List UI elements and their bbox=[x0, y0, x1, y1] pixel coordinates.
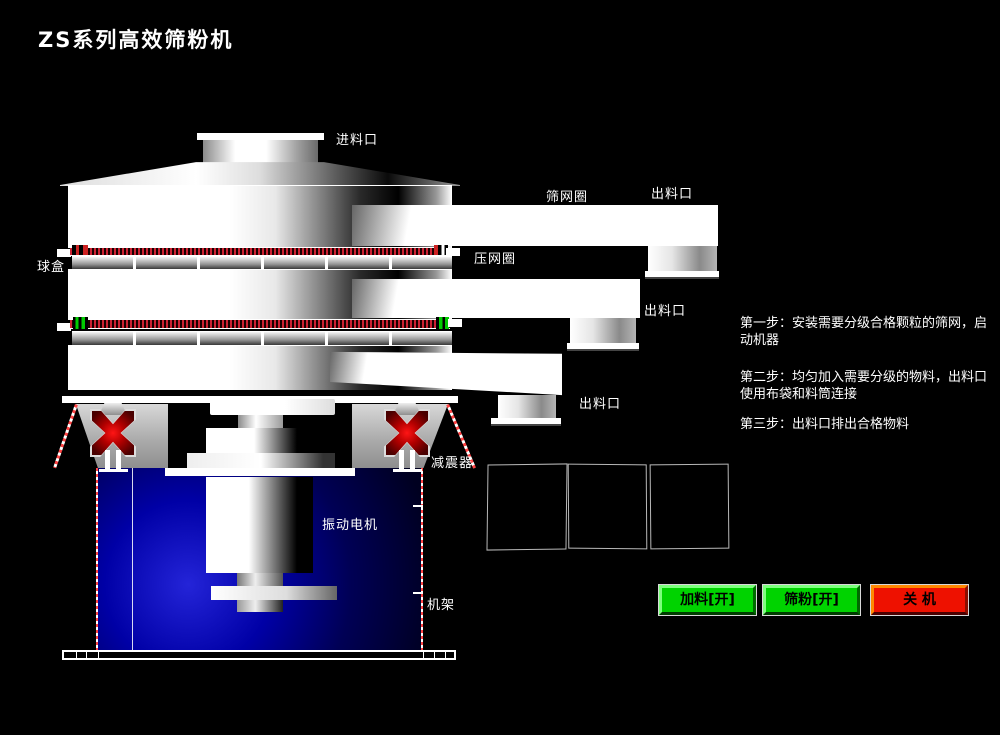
shutdown-button[interactable]: 关 机 bbox=[871, 585, 968, 615]
motor-body bbox=[206, 477, 313, 573]
sieve-on-button[interactable]: 筛粉[开] bbox=[763, 585, 860, 615]
housing-edge-right bbox=[421, 468, 423, 656]
outlet-spout-1 bbox=[648, 246, 717, 271]
damper-cap-right bbox=[393, 403, 421, 415]
damper-stem-left bbox=[105, 450, 121, 471]
outlet-spout-2 bbox=[570, 318, 636, 343]
deck-bottom-strip bbox=[165, 468, 355, 476]
placeholder-box-2 bbox=[567, 463, 648, 550]
damper-foot-right bbox=[393, 469, 422, 472]
base-edge-left bbox=[53, 404, 78, 469]
rim-tab-right-1 bbox=[446, 248, 460, 256]
damper-stem-right bbox=[399, 450, 415, 471]
housing-edge-left bbox=[96, 468, 98, 656]
instruction-step-3: 第三步：出料口排出合格物料 bbox=[740, 417, 910, 432]
frame-tick-2 bbox=[86, 652, 87, 658]
outlet-spout-3 bbox=[498, 395, 556, 418]
label-press-ring: 压网圈 bbox=[474, 252, 517, 267]
outlet-lip-3 bbox=[491, 418, 561, 426]
label-outlet-top: 出料口 bbox=[651, 187, 694, 202]
mesh-cap-left-1 bbox=[72, 245, 88, 255]
frame-base bbox=[62, 650, 456, 660]
label-outlet-bottom: 出料口 bbox=[579, 397, 622, 412]
outlet-lip-1 bbox=[645, 271, 719, 279]
mesh-cap-left-2 bbox=[73, 317, 88, 329]
outlet-chute-1 bbox=[352, 205, 718, 246]
housing-bracket-2 bbox=[413, 592, 423, 594]
label-frame: 机架 bbox=[427, 598, 456, 613]
rim-tab-right-2 bbox=[448, 319, 462, 327]
mesh-cap-right-2 bbox=[436, 317, 449, 329]
instruction-step-1: 第一步：安装需要分级合格颗粒的筛网，启动机器 bbox=[740, 316, 988, 348]
housing-inner-line bbox=[132, 468, 133, 656]
motor-cylinder-1 bbox=[206, 428, 313, 453]
frame-tick-1 bbox=[76, 652, 77, 658]
outlet-chute-2 bbox=[352, 279, 640, 318]
label-feed-inlet: 进料口 bbox=[336, 133, 379, 148]
frame-tick-5 bbox=[434, 652, 435, 658]
inlet-pipe bbox=[203, 140, 318, 163]
placeholder-box-1 bbox=[486, 463, 568, 551]
sieve-mesh-1 bbox=[70, 247, 450, 256]
motor-plate-2 bbox=[211, 586, 337, 600]
damper-cap-left bbox=[99, 403, 127, 415]
mesh-cap-right-1 bbox=[434, 245, 448, 255]
sieve-mesh-2 bbox=[70, 319, 450, 329]
motor-neck-1 bbox=[238, 415, 283, 428]
frame-tick-6 bbox=[445, 652, 446, 658]
label-vibration-motor: 振动电机 bbox=[322, 518, 379, 533]
outlet-lip-2 bbox=[567, 343, 639, 351]
housing-bracket-1 bbox=[413, 505, 423, 507]
feed-on-button[interactable]: 加料[开] bbox=[659, 585, 756, 615]
motor-block bbox=[237, 600, 283, 612]
frame-tick-4 bbox=[423, 652, 424, 658]
inlet-lip bbox=[197, 133, 324, 140]
instruction-step-2: 第二步：均匀加入需要分级的物料，出料口使用布袋和料筒连接 bbox=[740, 370, 988, 402]
damper-foot-left bbox=[99, 469, 128, 472]
page-title: ZS系列高效筛粉机 bbox=[38, 28, 234, 52]
label-damper: 减震器 bbox=[431, 456, 474, 471]
label-screen-ring: 筛网圈 bbox=[546, 190, 589, 205]
motor-top-disk bbox=[210, 399, 335, 415]
frame-tick-3 bbox=[98, 652, 99, 658]
rim-tab-left-2 bbox=[57, 323, 71, 331]
cone-lid bbox=[60, 162, 460, 186]
rim-tab-left-1 bbox=[57, 249, 71, 257]
motor-plate-1 bbox=[187, 453, 335, 468]
placeholder-box-3 bbox=[649, 463, 730, 550]
label-ball-box: 球盒 bbox=[37, 260, 66, 275]
label-outlet-mid: 出料口 bbox=[644, 304, 687, 319]
motor-neck-2 bbox=[237, 573, 283, 586]
